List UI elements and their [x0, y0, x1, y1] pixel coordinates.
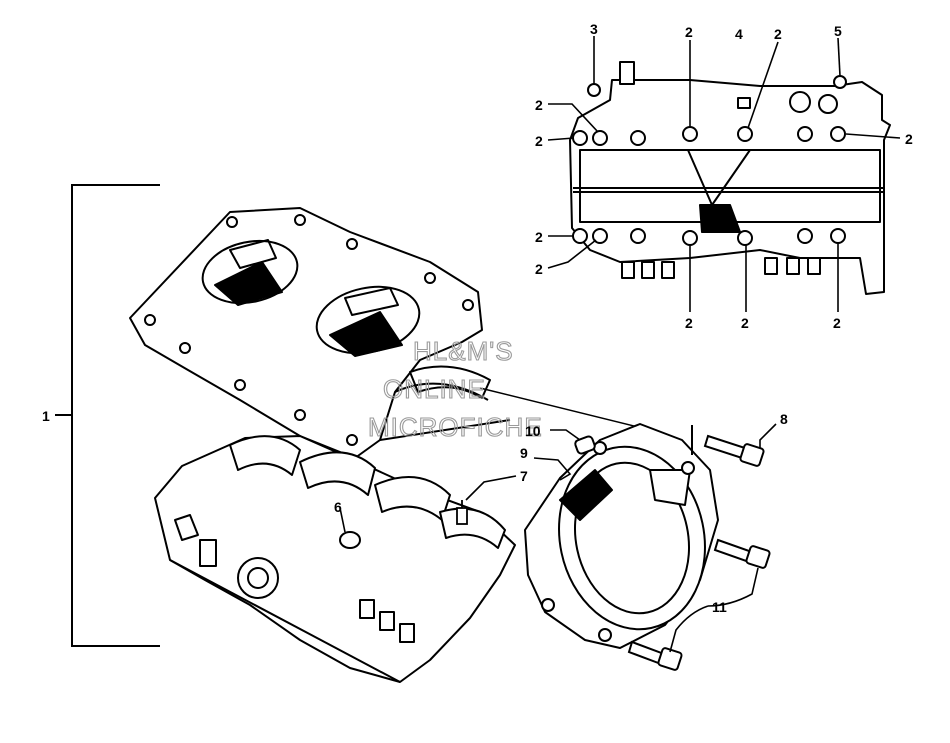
callouts: 1 3 2 4 2 5 2 2 2 2 2 2 2 2 8 10 9 7 6 1…	[42, 21, 913, 615]
callout-2: 2	[535, 97, 543, 113]
callout-5: 5	[834, 23, 842, 39]
callout-8: 8	[780, 411, 788, 427]
callout-2: 2	[833, 315, 841, 331]
callout-2: 2	[535, 229, 543, 245]
callout-2: 2	[685, 24, 693, 40]
callout-2: 2	[741, 315, 749, 331]
callout-6: 6	[334, 499, 342, 515]
callout-4: 4	[735, 26, 743, 42]
bolt-part-11-a	[713, 538, 771, 569]
lower-crankcase-half	[154, 435, 516, 683]
watermark: HL&M'S ONLINE MICROFICHE	[367, 335, 543, 442]
watermark-line1: HL&M'S	[413, 336, 514, 366]
callout-10: 10	[525, 423, 541, 439]
fitting-part-10	[574, 435, 596, 455]
bolt-pattern-inset	[569, 61, 891, 295]
flywheel-housing	[524, 423, 719, 649]
watermark-line2: ONLINE	[383, 374, 486, 404]
callout-2: 2	[535, 133, 543, 149]
sensor-part-7	[456, 500, 468, 525]
callout-9: 9	[520, 445, 528, 461]
callout-3: 3	[590, 21, 598, 37]
assembly-bracket	[55, 184, 160, 647]
callout-7: 7	[520, 468, 528, 484]
bolt-part-8	[703, 434, 765, 467]
callout-2: 2	[535, 261, 543, 277]
callout-11: 11	[712, 599, 727, 615]
bolt-part-11-b	[627, 640, 683, 671]
callout-2: 2	[905, 131, 913, 147]
callout-2: 2	[685, 315, 693, 331]
shaft-axis-line	[479, 387, 643, 429]
callout-2: 2	[774, 26, 782, 42]
callout-1: 1	[42, 408, 50, 424]
upper-crankcase-half	[129, 207, 511, 471]
watermark-line3: MICROFICHE	[368, 412, 543, 442]
leader-lines	[339, 36, 901, 653]
